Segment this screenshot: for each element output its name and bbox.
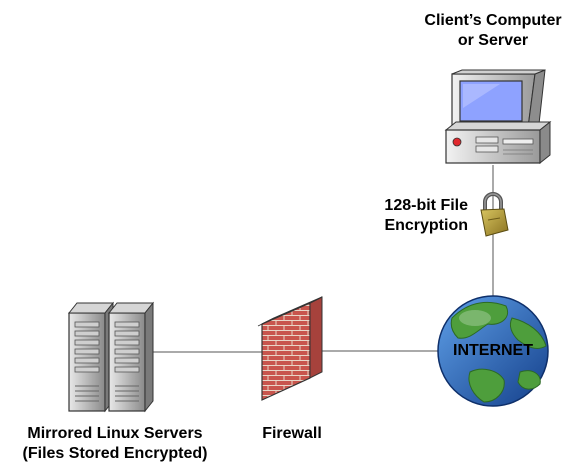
internet-label: INTERNET — [453, 342, 533, 359]
brick-wall-icon — [257, 296, 323, 401]
servers-label-line-2: (Files Stored Encrypted) — [22, 445, 208, 462]
desktop-computer-icon — [444, 69, 552, 165]
client-label: Client’s Computer or Server — [408, 11, 578, 51]
tower-server-icon — [67, 301, 155, 413]
client-label-line-1: Client’s Computer — [424, 12, 562, 29]
server-unit-left — [67, 301, 115, 413]
firewall-label: Firewall — [262, 425, 322, 442]
servers-label: Mirrored Linux Servers (Files Stored Enc… — [0, 424, 230, 464]
globe-icon — [437, 295, 549, 407]
encryption-label-line-2: Encryption — [384, 217, 468, 234]
server-unit-right — [107, 301, 155, 413]
encryption-label: 128-bit File Encryption — [340, 196, 468, 236]
encryption-label-line-1: 128-bit File — [384, 197, 468, 214]
servers-label-line-1: Mirrored Linux Servers — [27, 425, 203, 442]
padlock-icon — [480, 192, 509, 237]
client-label-line-2: or Server — [457, 32, 529, 49]
